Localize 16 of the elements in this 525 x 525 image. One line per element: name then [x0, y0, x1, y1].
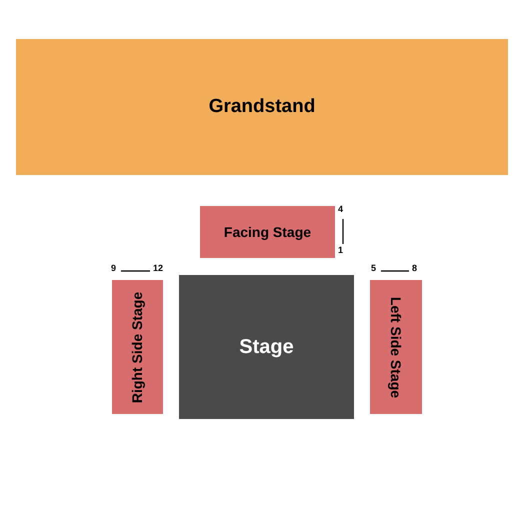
- seating-section: [370, 280, 422, 414]
- row-number: 4: [338, 205, 344, 214]
- section-label: Right Side Stage: [128, 291, 146, 403]
- seating-section: [16, 39, 508, 175]
- seating-section: [179, 275, 354, 419]
- seating-section: [112, 280, 163, 414]
- row-number: 9: [111, 264, 116, 273]
- section-label: Grandstand: [208, 94, 316, 119]
- row-number: 12: [153, 264, 164, 273]
- section-label: Stage: [239, 335, 294, 360]
- row-number: 8: [412, 264, 418, 273]
- section-label: Left Side Stage: [387, 296, 406, 398]
- row-number: 5: [371, 264, 376, 273]
- section-label: Facing Stage: [224, 222, 312, 242]
- row-number: 1: [338, 246, 344, 255]
- seating-section: [200, 206, 335, 258]
